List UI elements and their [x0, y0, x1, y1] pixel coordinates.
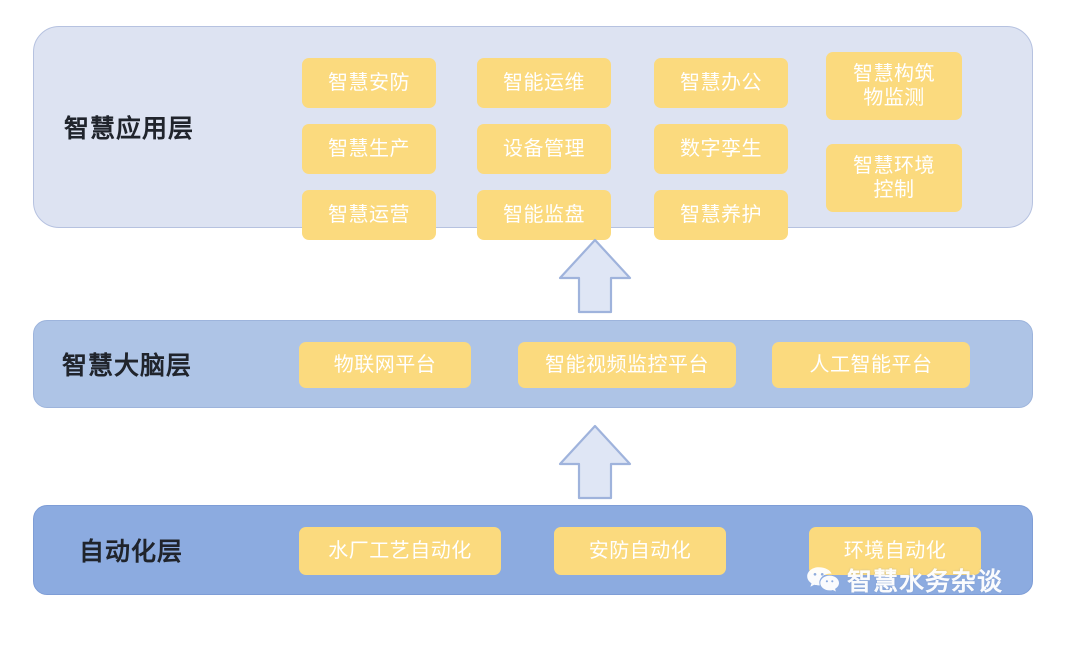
layer-brain: 智慧大脑层 物联网平台 智能视频监控平台 人工智能平台	[33, 320, 1033, 408]
chip-auto-3[interactable]: 环境自动化	[809, 527, 981, 575]
chip-app-c1-r1[interactable]: 智慧安防	[302, 58, 436, 108]
chip-app-c2-r2[interactable]: 设备管理	[477, 124, 611, 174]
layer-application-title: 智慧应用层	[64, 115, 195, 143]
chip-app-c2-r1[interactable]: 智能运维	[477, 58, 611, 108]
chip-app-c1-r3[interactable]: 智慧运营	[302, 190, 436, 240]
chip-auto-1[interactable]: 水厂工艺自动化	[299, 527, 501, 575]
layer-automation: 自动化层 水厂工艺自动化 安防自动化 环境自动化	[33, 505, 1033, 595]
chip-app-c3-r1[interactable]: 智慧办公	[654, 58, 788, 108]
chip-brain-1[interactable]: 物联网平台	[299, 342, 471, 388]
chip-app-c4-r1[interactable]: 智慧构筑 物监测	[826, 52, 962, 120]
chip-app-c2-r3[interactable]: 智能监盘	[477, 190, 611, 240]
chip-app-c3-r2[interactable]: 数字孪生	[654, 124, 788, 174]
chip-brain-2[interactable]: 智能视频监控平台	[518, 342, 736, 388]
layer-brain-title: 智慧大脑层	[62, 352, 193, 380]
chip-app-c1-r2[interactable]: 智慧生产	[302, 124, 436, 174]
chip-app-c4-r2[interactable]: 智慧环境 控制	[826, 144, 962, 212]
layer-automation-title: 自动化层	[79, 538, 184, 566]
chip-auto-2[interactable]: 安防自动化	[554, 527, 726, 575]
layer-application: 智慧应用层 智慧安防 智慧生产 智慧运营 智能运维 设备管理 智能监盘 智慧办公…	[33, 26, 1033, 240]
application-chip-grid: 智慧安防 智慧生产 智慧运营 智能运维 设备管理 智能监盘 智慧办公 数字孪生 …	[34, 27, 1032, 240]
arrow-brain-to-application	[556, 236, 634, 314]
chip-app-c3-r3[interactable]: 智慧养护	[654, 190, 788, 240]
chip-brain-3[interactable]: 人工智能平台	[772, 342, 970, 388]
arrow-automation-to-brain	[556, 422, 634, 500]
